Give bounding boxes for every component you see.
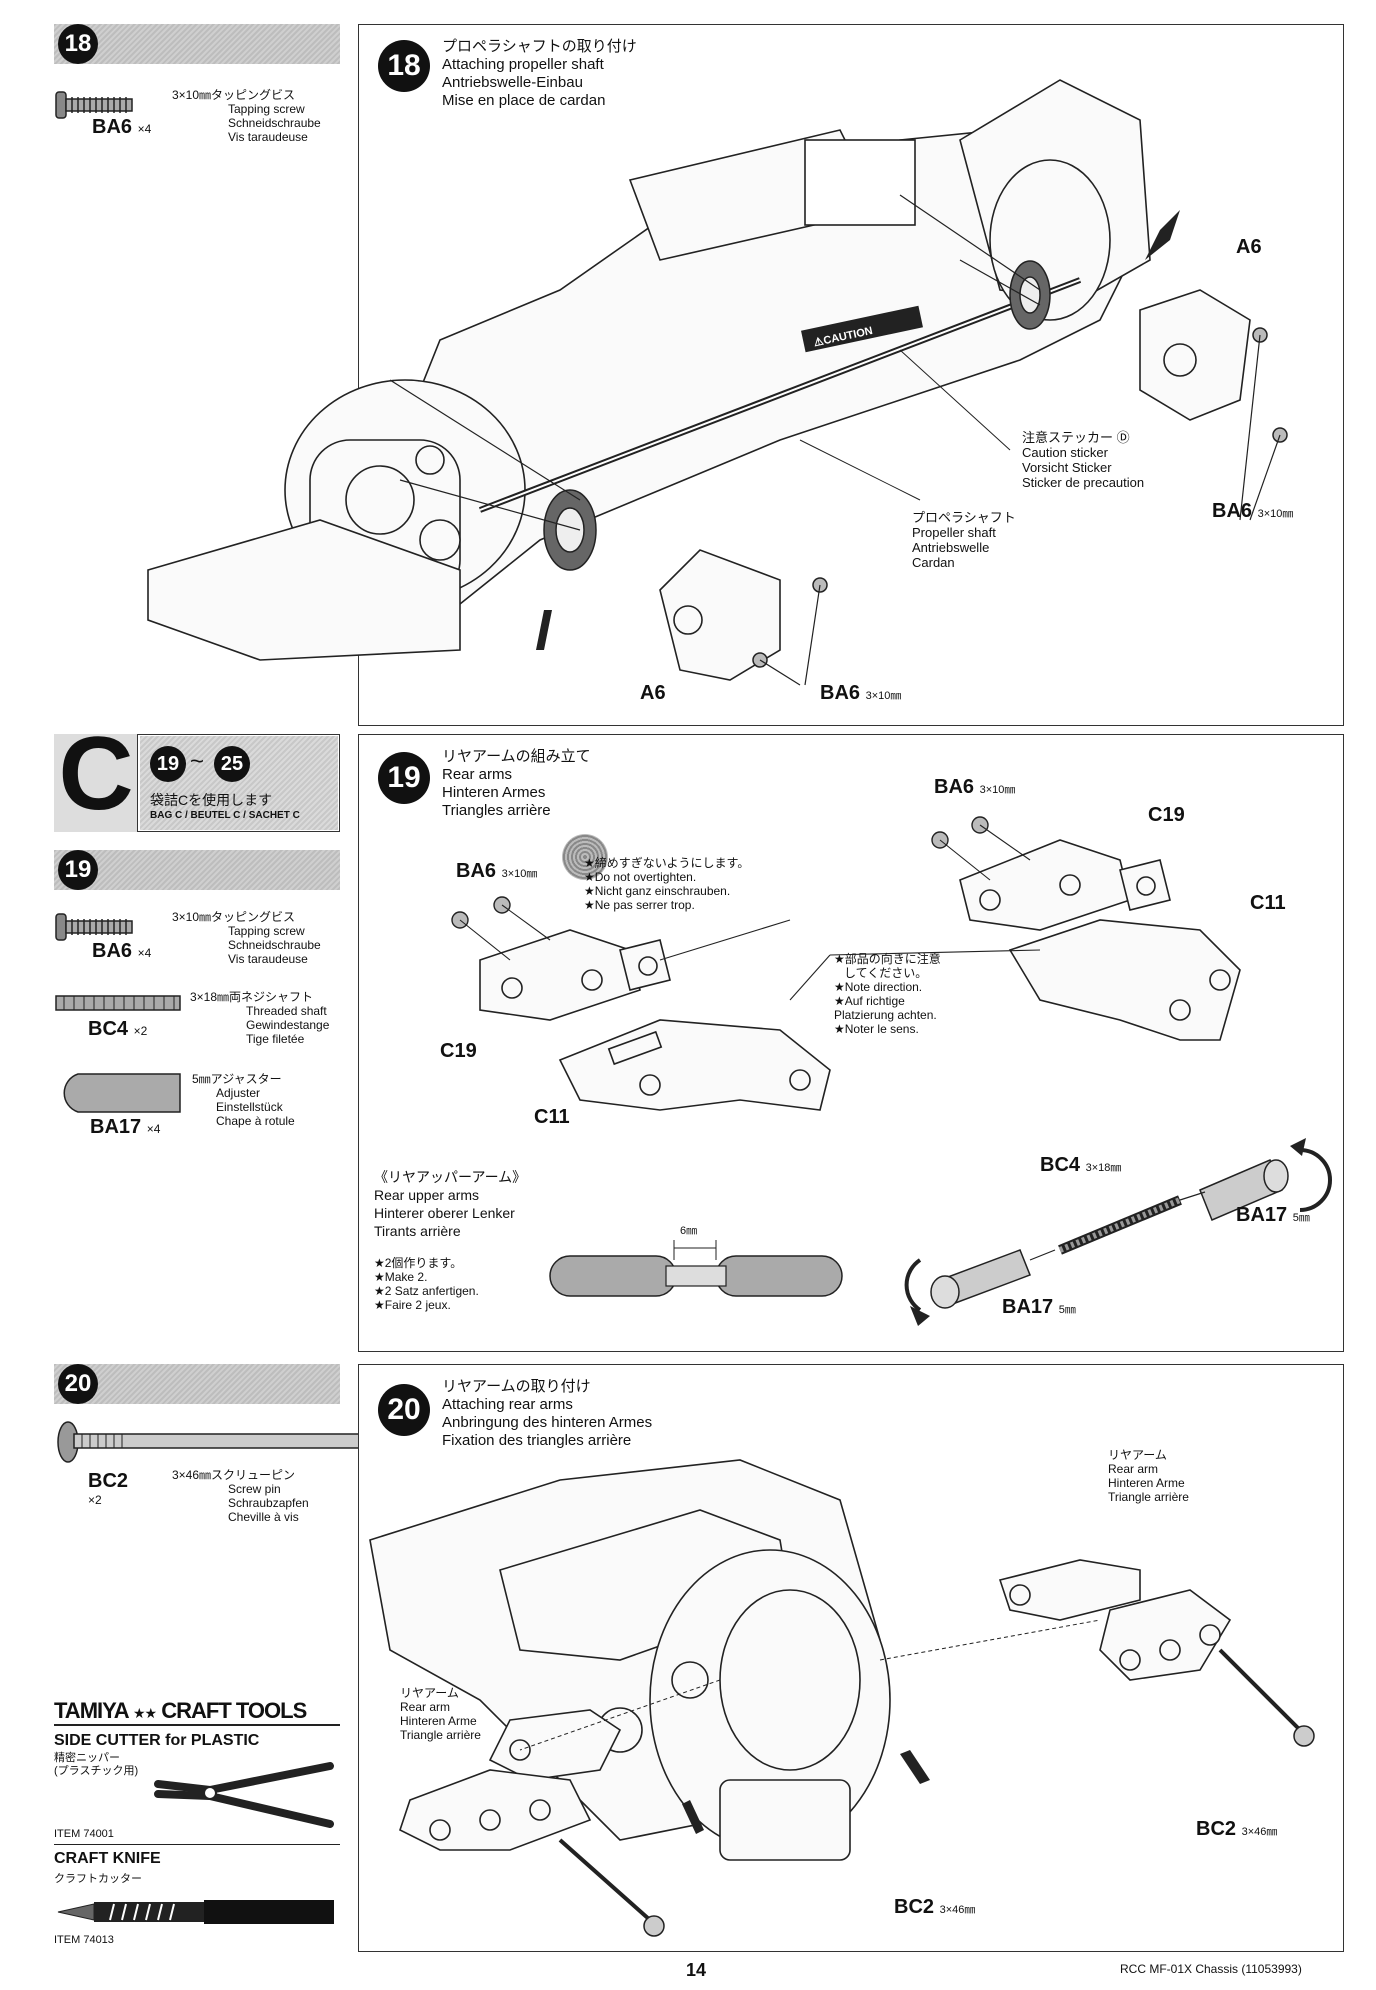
side-cutter-icon: [154, 1762, 334, 1828]
upper-arm-length-diagram: [549, 1240, 843, 1297]
screw-pin-icon: [57, 1421, 375, 1463]
s18-part-desc: 3×10㎜タッピングビス Tapping screw Schneidschrau…: [172, 88, 321, 144]
s19-ba6-desc: 3×10㎜タッピングビス Tapping screw Schneidschrau…: [172, 910, 321, 966]
step-18-big-badge: 18: [378, 40, 430, 92]
s19-bc4-callout: BC4 3×18㎜: [1040, 1154, 1122, 1176]
s19-c19-left-callout: C19: [440, 1040, 477, 1062]
tapping-screw-icon: [55, 913, 133, 941]
step-19-title: リヤアームの組み立て Rear arms Hinteren Armes Tria…: [442, 748, 591, 819]
s18-a6-bottom-callout: A6: [640, 682, 666, 704]
tapping-screw-icon: [55, 91, 133, 119]
bag-c-range-to: 25: [214, 746, 250, 782]
warning-dot-icon: [562, 834, 608, 880]
step-20-header-bar: [54, 1364, 340, 1404]
bag-c-letter-box: [54, 734, 138, 832]
bag-c-en: BAG C / BEUTEL C / SACHET C: [150, 810, 300, 821]
s19-c11-left-callout: C11: [534, 1106, 570, 1128]
threaded-shaft-icon: [55, 995, 181, 1011]
step-19-panel: [358, 734, 1344, 1352]
rear-arm-left-label: リヤアーム Rear arm Hinteren Arme Triangle ar…: [400, 1686, 481, 1742]
chassis-propshaft-illustration: ⚠CAUTION: [147, 79, 1288, 686]
direction-note: ★部品の向きに注意 してください。 ★Note direction. ★Auf …: [834, 952, 941, 1036]
caution-sticker-label: 注意ステッカー Ⓓ Caution sticker Vorsicht Stick…: [1022, 430, 1145, 490]
tools-divider-2: [54, 1844, 340, 1845]
gap-6mm-label: 6㎜: [680, 1225, 698, 1237]
rear-arm-right-label: リヤアーム Rear arm Hinteren Arme Triangle ar…: [1108, 1448, 1189, 1504]
rear-arm-mounting-illustration: [369, 1459, 1315, 1937]
s19-ba6-left-callout: BA6 3×10㎜: [456, 860, 538, 882]
step-18-header-bar: [54, 24, 340, 64]
s19-c11-right-callout: C11: [1250, 892, 1286, 914]
s18-a6-top-callout: A6: [1236, 236, 1262, 258]
rear-arm-assembly-illustration: [451, 816, 1241, 1111]
s18-ba6-right-callout: BA6 3×10㎜: [1212, 500, 1294, 522]
craft-knife-icon: [57, 1900, 334, 1924]
s19-ba6-right-callout: BA6 3×10㎜: [934, 776, 1016, 798]
side-cutter-jp: 精密ニッパー(プラスチック用): [54, 1752, 139, 1777]
bag-c-range-from: 19: [150, 746, 186, 782]
page-number: 14: [686, 1960, 707, 1980]
bag-c-letter: C: [58, 716, 134, 832]
step-19-badge: 19: [58, 850, 98, 890]
adjuster-icon: [63, 1073, 181, 1113]
s19-ba17-desc: 5㎜アジャスター Adjuster Einstellstück Chape à …: [192, 1072, 295, 1128]
bag-c-range-sep: ~: [190, 748, 205, 775]
craft-knife-title: CRAFT KNIFE: [54, 1850, 161, 1867]
step-19-header-bar: [54, 850, 340, 890]
step-19-big-badge: 19: [378, 752, 430, 804]
tamiya-craft-tools-heading: TAMIYA ★★ CRAFT TOOLS: [54, 1698, 307, 1723]
s19-ba17-right-callout: BA17 5㎜: [1236, 1204, 1310, 1226]
tools-divider: [54, 1724, 340, 1726]
s18-part-id: BA6 ×4: [92, 116, 152, 138]
make-two-note: ★2個作ります。 ★Make 2. ★2 Satz anfertigen. ★F…: [374, 1256, 479, 1312]
s20-bc2-bottom-callout: BC2 3×46㎜: [894, 1896, 976, 1918]
rear-upper-arms-label: 《リヤアッパーアーム》 Rear upper arms Hinterer obe…: [374, 1169, 527, 1239]
step-20-badge: 20: [58, 1364, 98, 1404]
step-20-big-badge: 20: [378, 1384, 430, 1436]
s19-ba6-id: BA6 ×4: [92, 940, 152, 962]
s19-ba17-bottom-callout: BA17 5㎜: [1002, 1296, 1076, 1318]
step-18-badge: 18: [58, 24, 98, 64]
model-code: RCC MF-01X Chassis (11053993): [1120, 1962, 1302, 1976]
s19-bc4-desc: 3×18㎜両ネジシャフト Threaded shaft Gewindestang…: [190, 990, 330, 1046]
s18-ba6-bottom-callout: BA6 3×10㎜: [820, 682, 902, 704]
s19-bc4-id: BC4 ×2: [88, 1018, 148, 1040]
craft-knife-jp: クラフトカッター: [54, 1873, 142, 1885]
bevel-gear-front: [543, 489, 597, 571]
s20-bc2-desc: 3×46㎜スクリューピン Screw pin Schraubzapfen Che…: [172, 1468, 309, 1524]
propeller-shaft-label: プロペラシャフト Propeller shaft Antriebswelle C…: [912, 510, 1016, 570]
s19-c19-right-callout: C19: [1148, 804, 1185, 826]
step-18-title: プロペラシャフトの取り付け Attaching propeller shaft …: [442, 38, 637, 109]
craft-knife-item: ITEM 74013: [54, 1934, 114, 1946]
side-cutter-title: SIDE CUTTER for PLASTIC: [54, 1732, 260, 1749]
s20-bc2-right-callout: BC2 3×46㎜: [1196, 1818, 1278, 1840]
adjuster-assembly-diagram: [904, 1138, 1332, 1326]
s20-bc2-id: BC2×2: [88, 1470, 129, 1507]
overtighten-warning: ★締めすぎないようにします。 ★Do not overtighten. ★Nic…: [584, 856, 750, 912]
side-cutter-item: ITEM 74001: [54, 1828, 114, 1840]
s19-ba17-id: BA17 ×4: [90, 1116, 161, 1138]
bag-c-jp: 袋詰Cを使用します: [150, 792, 273, 808]
step-20-title: リヤアームの取り付け Attaching rear arms Anbringun…: [442, 1378, 653, 1449]
